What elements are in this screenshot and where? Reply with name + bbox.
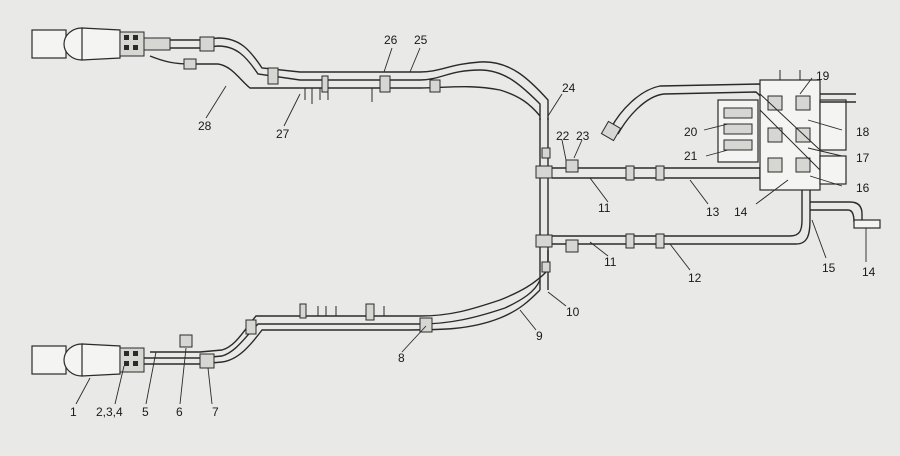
callout-14-right: 14 (862, 265, 876, 279)
callout-9: 9 (536, 329, 543, 343)
vertical-trunk (535, 118, 553, 290)
callout-13: 13 (706, 205, 720, 219)
lower-brake-chamber (31, 343, 145, 377)
leader-lines (75, 47, 867, 405)
lower-pipe-run (144, 250, 549, 369)
callout-15: 15 (822, 261, 836, 275)
callout-28: 28 (198, 119, 212, 133)
callout-5: 5 (142, 405, 149, 419)
callout-22: 22 (556, 129, 570, 143)
callout-23: 23 (576, 129, 590, 143)
callout-24: 24 (562, 81, 576, 95)
callout-1: 1 (70, 405, 77, 419)
upper-brake-chamber (31, 27, 171, 61)
callout-12: 12 (688, 271, 702, 285)
callout-10: 10 (566, 305, 580, 319)
valve-assembly (600, 70, 881, 229)
callout-27: 27 (276, 127, 290, 141)
callout-11-lower: 11 (604, 255, 617, 269)
callout-16: 16 (856, 181, 870, 195)
callout-18: 18 (856, 125, 870, 139)
callout-21: 21 (684, 149, 698, 163)
callout-2-3-4: 2,3,4 (96, 405, 123, 419)
callout-8: 8 (398, 351, 405, 365)
callout-26: 26 (384, 33, 398, 47)
callout-17: 17 (856, 151, 870, 165)
callout-11-upper: 11 (598, 201, 611, 215)
callout-19: 19 (816, 69, 830, 83)
callout-6: 6 (176, 405, 183, 419)
callout-labels: 1 2,3,4 5 6 7 8 9 10 11 11 12 13 14 14 1… (70, 33, 876, 419)
callout-14-left: 14 (734, 205, 748, 219)
callout-20: 20 (684, 125, 698, 139)
callout-25: 25 (414, 33, 428, 47)
callout-7: 7 (212, 405, 219, 419)
upper-pipe-run (149, 36, 549, 120)
